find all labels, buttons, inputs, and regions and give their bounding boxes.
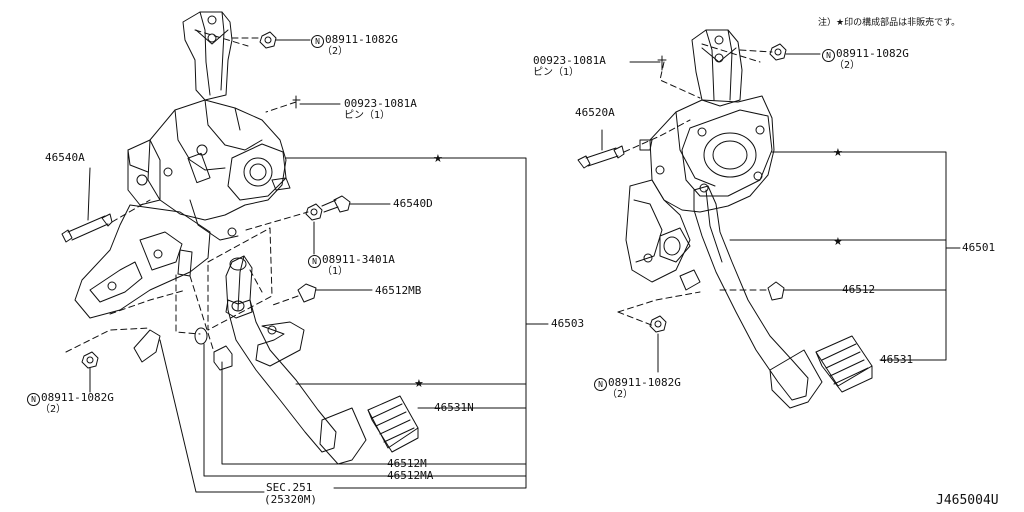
- right-pin-qty: ピン（1）: [533, 67, 580, 78]
- label-46503: 46503: [551, 317, 585, 330]
- left-leader-lines: [87, 39, 549, 493]
- circled-n-mark: N: [311, 35, 324, 48]
- label-46512: 46512: [842, 283, 876, 296]
- right-leader-lines: [601, 53, 961, 373]
- circled-n-mark: N: [308, 255, 321, 268]
- label-46540a: 46540A: [45, 151, 85, 164]
- right-phantom-lines: [617, 43, 773, 327]
- right-pedal-arm: [659, 185, 823, 409]
- star-mark-right-2: ★: [833, 235, 843, 248]
- left-nut-3401a-part: 08911-3401A: [322, 253, 395, 266]
- label-46512ma: 46512MA: [387, 469, 434, 482]
- star-mark-left-1: ★: [433, 152, 443, 165]
- label-46540d: 46540D: [393, 197, 433, 210]
- sec-label-line1: SEC.251: [266, 481, 313, 494]
- right-pin-part: 00923-1081A: [533, 54, 606, 67]
- right-pedal-bracket: [625, 29, 775, 283]
- label-46512m: 46512M: [387, 457, 427, 470]
- circled-n-mark: N: [27, 393, 40, 406]
- left-nut-bottom-part: 08911-1082G: [41, 391, 114, 404]
- right-nut-top-qty: （2）: [834, 60, 861, 71]
- diagram-id: J465004U: [936, 493, 999, 508]
- non-sale-note: 注）★印の構成部品は非販売です。: [818, 18, 961, 28]
- label-46501: 46501: [962, 241, 996, 254]
- right-pedal-pad: [815, 335, 873, 393]
- star-mark-left-2: ★: [414, 377, 424, 390]
- left-phantom-lines: [65, 29, 309, 353]
- left-pedal-bracket: [74, 11, 287, 319]
- left-pedal-arm: [225, 255, 367, 465]
- left-nut-top-qty: （2）: [322, 46, 349, 57]
- star-mark-right-1: ★: [833, 146, 843, 159]
- left-nut-top-part: 08911-1082G: [325, 33, 398, 46]
- right-nut-top-part: 08911-1082G: [836, 47, 909, 60]
- label-46512mb: 46512MB: [375, 284, 422, 297]
- right-small-parts: [577, 43, 787, 333]
- circled-n-mark: N: [594, 378, 607, 391]
- left-nut-bottom-qty: （2）: [40, 404, 67, 415]
- label-46520a: 46520A: [575, 106, 615, 119]
- left-pin-qty: ピン（1）: [344, 110, 391, 121]
- label-46531: 46531: [880, 353, 914, 366]
- left-small-parts: [61, 31, 351, 371]
- label-46531n: 46531N: [434, 401, 474, 414]
- left-pedal-pad: [367, 395, 419, 453]
- right-nut-bottom-qty: （2）: [607, 389, 634, 400]
- circled-n-mark: N: [822, 49, 835, 62]
- right-nut-bottom-part: 08911-1082G: [608, 376, 681, 389]
- left-nut-3401a-qty: （1）: [322, 266, 349, 277]
- left-pin-part: 00923-1081A: [344, 97, 417, 110]
- sec-label-line2: (25320M): [264, 493, 317, 506]
